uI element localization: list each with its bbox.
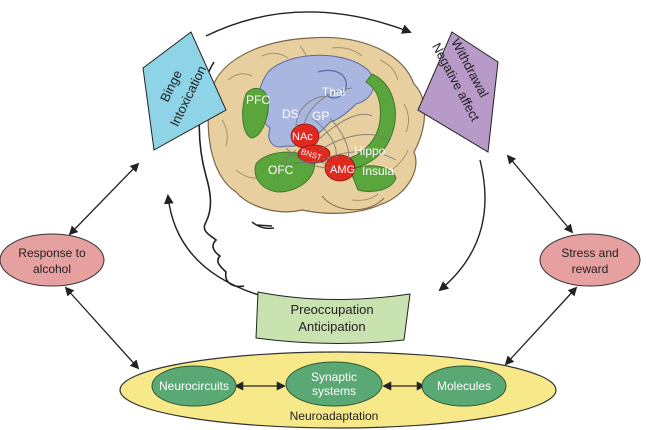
arrow-withdrawal-stress: [506, 154, 574, 234]
neuro-node-molecules-label: Molecules: [437, 379, 491, 393]
brain-insula-region: [349, 165, 397, 192]
neuro-node-neurocircuits: Neurocircuits: [151, 365, 237, 407]
cycle-arc-right: [438, 159, 486, 292]
neuro-node-neurocircuits-label: Neurocircuits: [159, 379, 229, 393]
neuro-node-synaptic-systems: Synaptic systems: [285, 361, 383, 407]
brain-connection-fibers: [269, 87, 397, 183]
label-ds: DS: [282, 107, 299, 121]
label-pfc: PFC: [246, 93, 270, 107]
node-response-ellipse: [0, 233, 105, 287]
neuro-node-molecules-ellipse: [421, 365, 507, 407]
node-stress-ellipse: [539, 233, 641, 287]
label-gp: GP: [312, 109, 329, 123]
arrow-response-binge: [68, 162, 140, 236]
brain-pfc-region: [242, 87, 269, 139]
brain-bnst-nucleus: [297, 144, 331, 164]
node-stress-and-reward: Stress and reward: [539, 233, 641, 287]
brain-illustration: PFC Thal DS GP NAc BNST OFC AMG Hippo In…: [207, 36, 426, 214]
label-insula: Insula: [362, 164, 394, 178]
cycle-arc-top: [205, 11, 412, 37]
neuro-node-neurocircuits-ellipse: [151, 365, 237, 407]
node-response-line2: alcohol: [33, 262, 71, 276]
stage-preoccupation-subtitle: Anticipation: [298, 319, 365, 334]
node-response-to-alcohol: Response to alcohol: [0, 233, 105, 287]
cycle-arc-left: [163, 194, 263, 297]
label-amg: AMG: [330, 164, 355, 176]
label-ofc: OFC: [268, 163, 294, 177]
stage-binge: Binge Intoxication: [142, 31, 227, 151]
brain-cerebellum: [321, 195, 385, 211]
node-response-line1: Response to: [18, 246, 86, 260]
neuro-node-synaptic-line2: systems: [312, 384, 356, 398]
stage-withdrawal: Withdrawal Negative affect: [417, 31, 499, 153]
stage-preoccupation-title: Preoccupation: [290, 302, 373, 317]
neuro-node-synaptic-line1: Synaptic: [311, 370, 357, 384]
neuro-node-molecules: Molecules: [421, 365, 507, 407]
node-stress-line1: Stress and: [561, 246, 618, 260]
arrow-response-neuro: [64, 286, 140, 370]
face-profile: [198, 61, 245, 288]
label-thal: Thal: [322, 85, 345, 99]
stage-preoccupation-banner: [255, 291, 411, 345]
label-hippo: Hippo: [354, 144, 386, 158]
connector-arrows: [64, 154, 578, 391]
label-nac: NAc: [292, 131, 313, 143]
eye-icon: [251, 221, 275, 230]
neuro-node-synaptic-ellipse: [285, 361, 383, 407]
arrow-stress-neuro: [504, 286, 578, 366]
node-stress-line2: reward: [572, 262, 609, 276]
neuroadaptation-label: Neuroadaptation: [290, 409, 379, 423]
stage-preoccupation: Preoccupation Anticipation: [255, 291, 411, 345]
stage-binge-banner: [142, 31, 227, 151]
stage-withdrawal-banner: [417, 31, 499, 153]
brain-ofc-region: [254, 151, 316, 193]
